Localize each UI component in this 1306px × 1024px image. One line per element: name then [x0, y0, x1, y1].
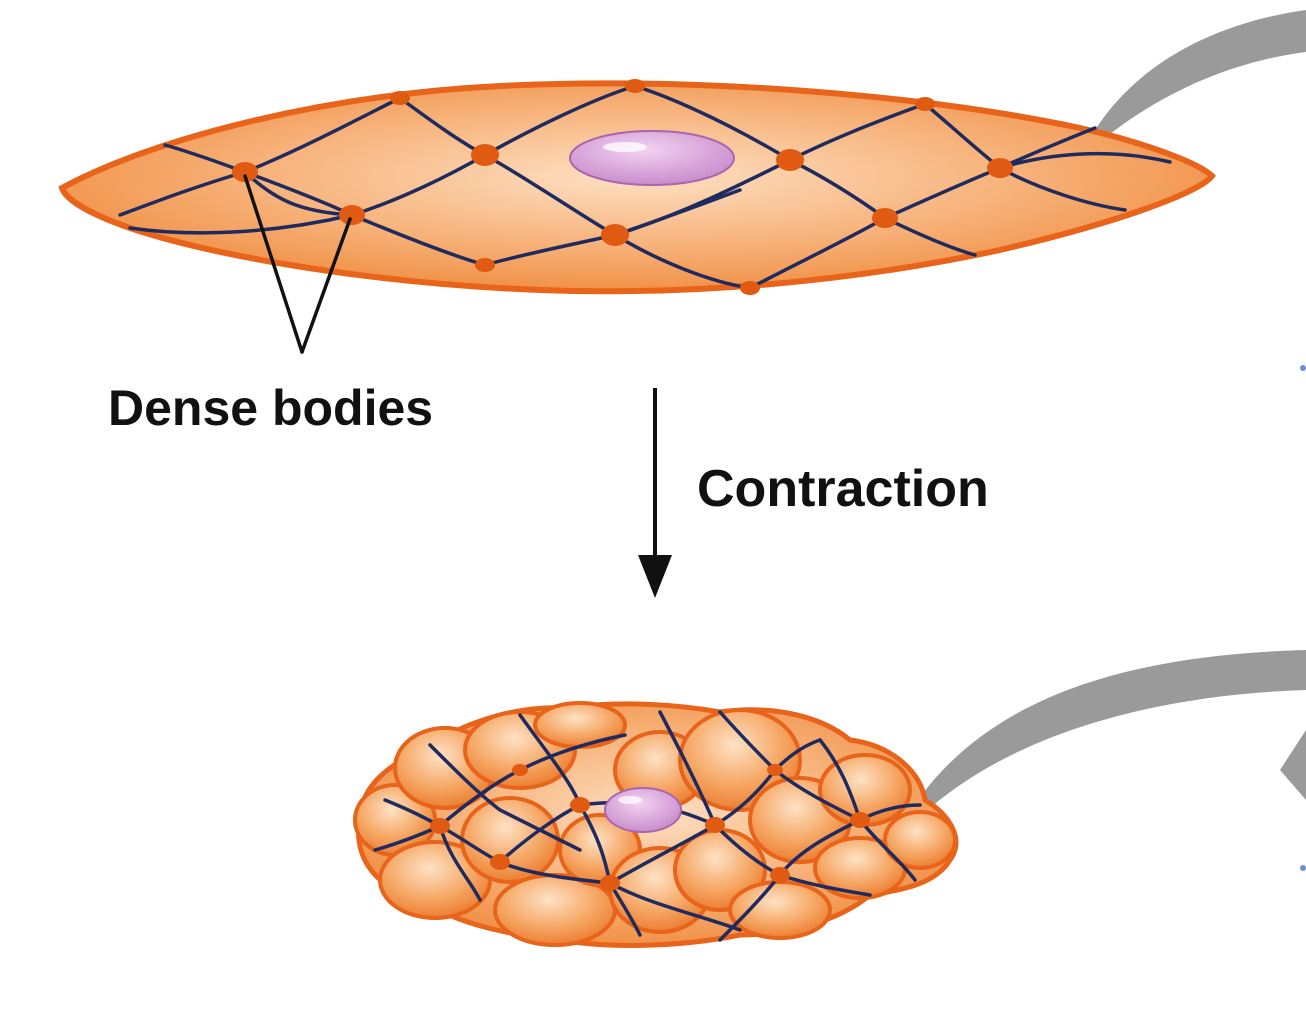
relaxed-cell-body — [58, 80, 1216, 295]
dense-body — [872, 208, 898, 228]
dense-body — [770, 867, 790, 883]
dense-body — [430, 818, 450, 834]
dense-body — [987, 158, 1013, 178]
dense-body — [850, 812, 870, 828]
dense-bodies-label: Dense bodies — [108, 380, 434, 436]
dense-body — [767, 764, 783, 776]
dense-body — [512, 764, 528, 776]
dense-body — [475, 258, 495, 272]
dense-body — [601, 224, 629, 246]
dense-body — [232, 162, 258, 182]
relaxed-dense-bodies — [232, 79, 1013, 295]
dense-body — [625, 79, 645, 93]
dense-body — [339, 205, 365, 225]
dense-body — [471, 144, 499, 166]
dense-body — [570, 797, 590, 813]
contracted-dense-bodies — [430, 764, 870, 891]
contraction-label: Contraction — [697, 460, 989, 518]
pointer-arrow-bottom-head — [1280, 730, 1306, 800]
contracted-bumps — [353, 701, 957, 947]
pointer-arrow-bottom — [918, 650, 1306, 808]
dense-bodies-pointer-lines — [243, 174, 352, 354]
pointer-arrow-top — [1095, 10, 1306, 134]
relaxed-nucleus — [569, 130, 735, 186]
contracted-cell — [353, 701, 959, 948]
contraction-arrow — [638, 388, 672, 598]
dense-body — [705, 817, 725, 833]
contracted-nucleus — [604, 787, 682, 833]
dense-body — [600, 875, 620, 891]
dense-body — [915, 97, 935, 111]
dense-body — [490, 854, 510, 870]
dense-body — [776, 149, 804, 171]
dense-body — [390, 91, 410, 105]
relaxed-cell — [58, 79, 1216, 295]
dense-body — [740, 281, 760, 295]
